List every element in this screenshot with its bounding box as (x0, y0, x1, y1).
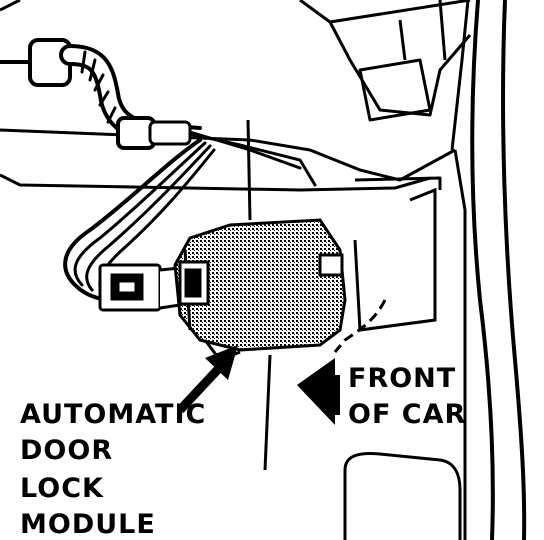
lower-cavity (263, 187, 462, 540)
bracket-dashed-line (333, 299, 387, 353)
module-label-line4: MODULE (20, 509, 156, 540)
arrow-to-module-icon (176, 345, 238, 414)
module-label-line1: AUTOMATIC (20, 399, 206, 430)
module-label-line3: LOCK (20, 473, 104, 504)
module-connector (98, 263, 182, 312)
front-of-car-label-line1: FRONT (348, 363, 456, 394)
module-label-line2: DOOR (20, 435, 113, 466)
door-panel (0, 0, 527, 540)
front-of-car-label-line2: OF CAR (348, 399, 466, 430)
front-of-car-arrow-icon (297, 358, 340, 425)
door-lock-module (173, 218, 347, 362)
